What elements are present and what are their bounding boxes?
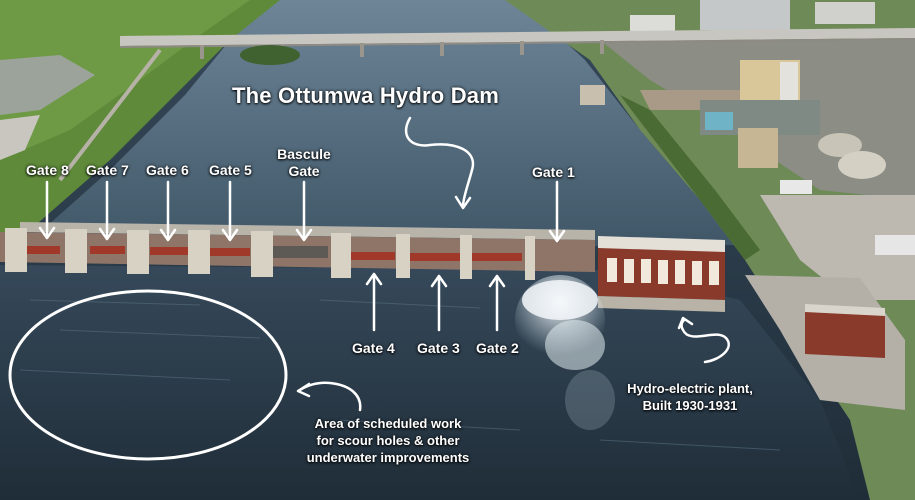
downstream-river <box>0 265 860 500</box>
gate-2-label: Gate 2 <box>476 340 519 356</box>
plant-note-line1: Hydro-electric plant, <box>627 381 753 396</box>
annotation-arrows <box>8 116 730 461</box>
hydro-electric-plant <box>598 236 725 312</box>
bascule-gate-label-line2: Gate <box>288 163 320 179</box>
upstream-river <box>20 0 740 250</box>
dam-walkway <box>20 222 595 240</box>
work-area-note-line1: Area of scheduled work <box>314 416 462 431</box>
gate-3-label: Gate 3 <box>417 340 460 356</box>
dam-title: The Ottumwa Hydro Dam <box>232 83 500 108</box>
gate-8-label: Gate 8 <box>26 162 69 178</box>
gate-1-label: Gate 1 <box>532 164 575 180</box>
work-area-note-line3: underwater improvements <box>306 450 470 465</box>
gate-4-label: Gate 4 <box>352 340 395 356</box>
gate-6-label: Gate 6 <box>146 162 189 178</box>
gate-7-label: Gate 7 <box>86 162 129 178</box>
bascule-gate-label-line1: Bascule <box>277 146 331 162</box>
gate-5-label: Gate 5 <box>209 162 252 178</box>
plant-note-line2: Built 1930-1931 <box>642 398 738 413</box>
work-area-note: Area of scheduled work for scour holes &… <box>288 415 488 466</box>
plant-note: Hydro-electric plant, Built 1930-1931 <box>610 380 770 414</box>
bascule-gate-label: Bascule Gate <box>274 146 334 180</box>
highway-bridge <box>120 28 915 46</box>
work-area-note-line2: for scour holes & other <box>316 433 460 448</box>
